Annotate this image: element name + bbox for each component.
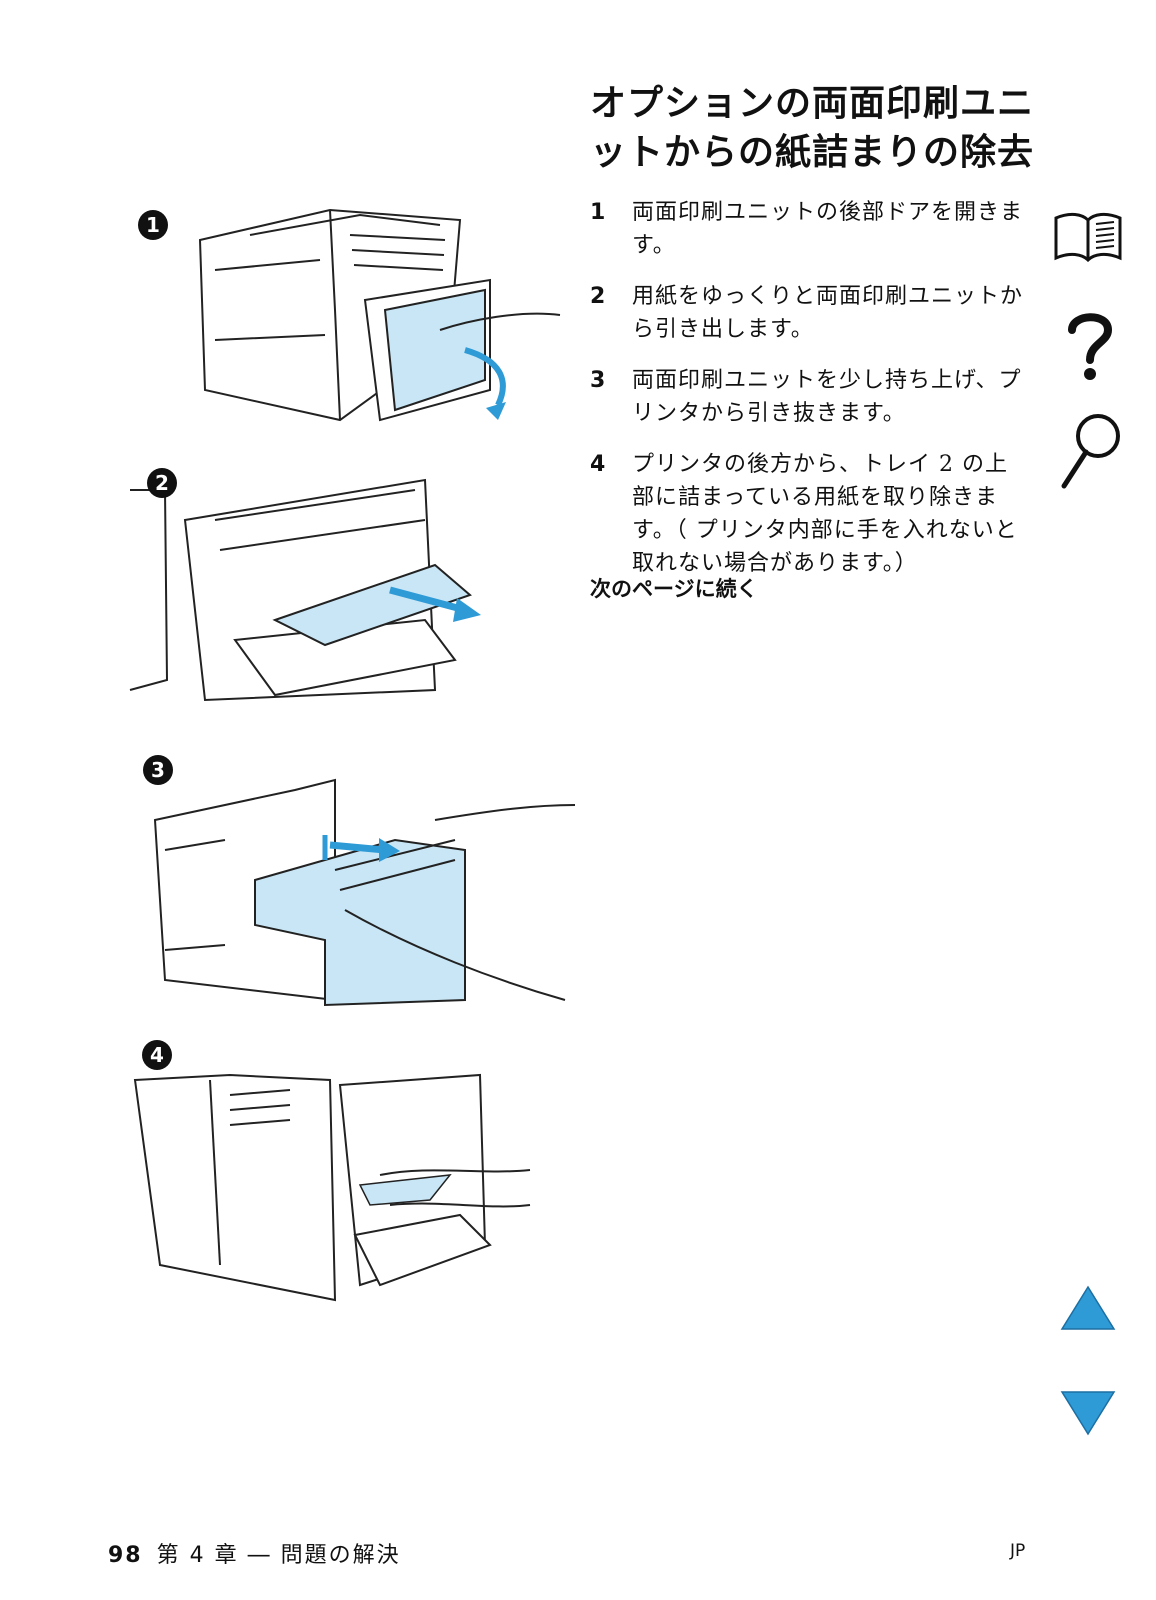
step-number: 3 xyxy=(590,368,606,393)
figure-2: 2 xyxy=(125,460,565,710)
step-number: 4 xyxy=(590,452,606,477)
duplex-unit-removal-illustration xyxy=(153,778,575,1007)
figure-badge: 2 xyxy=(147,468,177,498)
book-icon[interactable] xyxy=(1052,210,1124,266)
step-text: 用紙をゆっくりと両面印刷ユニットから引き出します。 xyxy=(632,284,1024,342)
list-item: 2 用紙をゆっくりと両面印刷ユニットから引き出します。 xyxy=(590,280,1030,346)
step-number: 2 xyxy=(590,284,606,309)
step-text: プリンタの後方から、トレイ 2 の上部に詰まっている用紙を取り除きます。（ プリ… xyxy=(632,452,1018,576)
figure-badge: 4 xyxy=(142,1040,172,1070)
list-item: 3 両面印刷ユニットを少し持ち上げ、プリンタから引き抜きます。 xyxy=(590,364,1030,430)
question-mark-icon[interactable] xyxy=(1060,308,1120,388)
magnifier-icon[interactable] xyxy=(1058,410,1124,494)
triangle-down-icon[interactable] xyxy=(1060,1390,1116,1440)
triangle-up-icon[interactable] xyxy=(1060,1285,1116,1335)
list-item: 1 両面印刷ユニットの後部ドアを開きます。 xyxy=(590,196,1030,262)
step-text: 両面印刷ユニットの後部ドアを開きます。 xyxy=(632,200,1024,258)
step-number: 1 xyxy=(590,200,606,225)
list-item: 4 プリンタの後方から、トレイ 2 の上部に詰まっている用紙を取り除きます。（ プ… xyxy=(590,448,1030,580)
paper-removal-illustration xyxy=(129,478,481,702)
figure-badge: 1 xyxy=(138,210,168,240)
page-footer: 98 第 4 章 ― 問題の解決 xyxy=(108,1537,401,1569)
figure-4: 4 xyxy=(130,1035,550,1305)
step-text: 両面印刷ユニットを少し持ち上げ、プリンタから引き抜きます。 xyxy=(632,368,1022,426)
figure-badge: 3 xyxy=(143,755,173,785)
tray-2-jam-removal-illustration xyxy=(133,1073,531,1302)
page-title: オプションの両面印刷ユニットからの紙詰まりの除去 xyxy=(590,83,1035,173)
figure-1: 1 xyxy=(130,190,570,430)
continued-note: 次のページに続く xyxy=(590,577,758,601)
printer-rear-door-illustration xyxy=(198,208,561,422)
figure-3: 3 xyxy=(135,750,575,1010)
language-code: JP xyxy=(1010,1541,1026,1561)
chapter-title: 第 4 章 ― 問題の解決 xyxy=(156,1543,401,1568)
step-list: 1 両面印刷ユニットの後部ドアを開きます。 2 用紙をゆっくりと両面印刷ユニットから… xyxy=(590,196,1030,598)
page-number: 98 xyxy=(108,1543,143,1568)
